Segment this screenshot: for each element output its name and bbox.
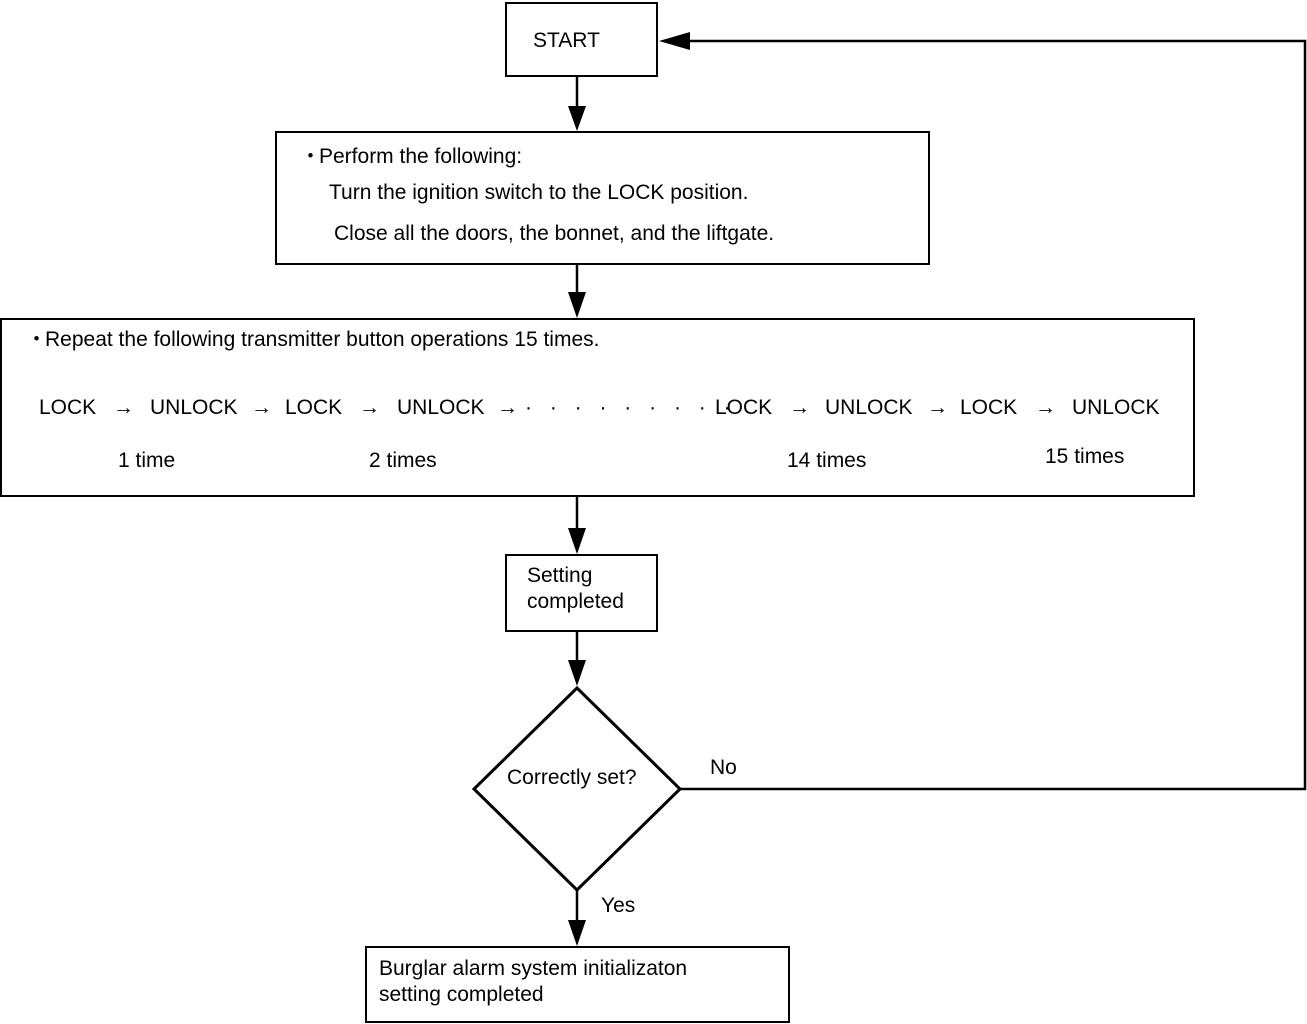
setting-box (505, 554, 658, 632)
seq-dots: · · · · · · · · · (525, 396, 737, 419)
seq-arrow-7: → (1035, 396, 1056, 419)
step1-heading: Perform the following: (319, 145, 523, 168)
seq-lock-1: LOCK (39, 396, 97, 419)
seq-unlock-15: UNLOCK (1072, 396, 1160, 419)
start-box (505, 2, 658, 77)
seq-lock-14: LOCK (715, 396, 773, 419)
seq-unlock-2: UNLOCK (397, 396, 485, 419)
seq-arrow-4: → (497, 396, 518, 419)
final-box (365, 946, 790, 1023)
decision-question: Correctly set? (507, 766, 637, 789)
step1-bullet: ・ (300, 145, 321, 168)
arrowhead-to-step1 (568, 106, 586, 131)
final-line1: Burglar alarm system initializaton (379, 957, 688, 980)
seq-lock-2: LOCK (285, 396, 343, 419)
step2-bullet: ・ (26, 328, 47, 351)
decision-diamond (471, 685, 683, 893)
seq-arrow-5: → (789, 396, 810, 419)
arrowhead-to-final (568, 920, 586, 946)
connector-decision-no-loop (680, 39, 1307, 791)
decision-no-label: No (710, 756, 737, 779)
step2-heading: Repeat the following transmitter button … (45, 328, 600, 351)
step1-line2: Close all the doors, the bonnet, and the… (334, 222, 775, 245)
seq-unlock-14: UNLOCK (825, 396, 913, 419)
seq-arrow-2: → (251, 396, 272, 419)
group-label-15: 15 times (1045, 445, 1125, 468)
step2-box (0, 318, 1195, 497)
arrowhead-to-step2 (568, 292, 586, 318)
arrowhead-to-decision (568, 660, 586, 686)
start-label: START (533, 29, 600, 52)
arrowhead-to-start (659, 32, 690, 50)
group-label-14: 14 times (787, 449, 867, 472)
final-line2: setting completed (379, 983, 544, 1006)
setting-line2: completed (527, 590, 624, 613)
group-label-2: 2 times (369, 449, 437, 472)
seq-arrow-1: → (113, 396, 134, 419)
seq-arrow-6: → (927, 396, 948, 419)
decision-yes-label: Yes (601, 894, 636, 917)
seq-lock-15: LOCK (960, 396, 1018, 419)
arrowhead-to-setting (568, 528, 586, 554)
seq-arrow-3: → (359, 396, 380, 419)
step1-line1: Turn the ignition switch to the LOCK pos… (329, 181, 749, 204)
group-label-1: 1 time (118, 449, 176, 472)
seq-unlock-1: UNLOCK (150, 396, 238, 419)
setting-line1: Setting (527, 564, 593, 587)
step1-box (275, 131, 930, 265)
